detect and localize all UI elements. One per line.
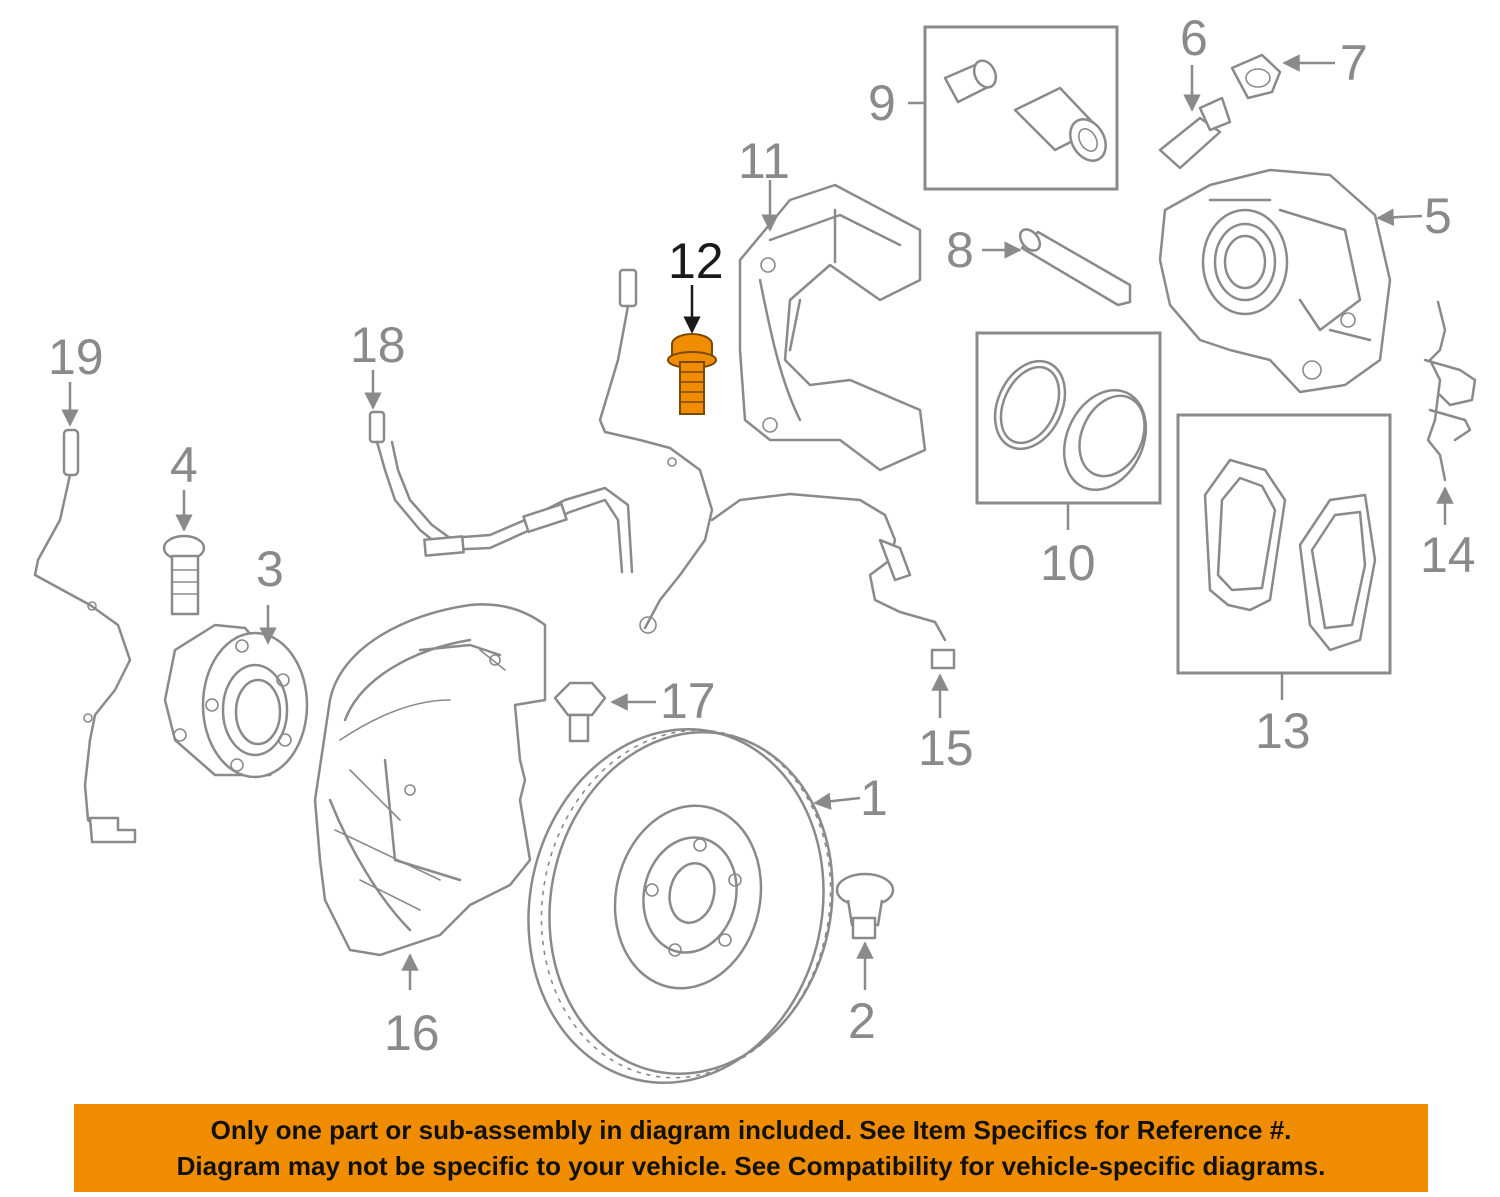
wheel-hub-part bbox=[163, 623, 309, 779]
callout-14: 14 bbox=[1420, 527, 1476, 583]
callout-13: 13 bbox=[1255, 703, 1311, 759]
callout-3: 3 bbox=[256, 541, 284, 597]
bleeder-screw-part bbox=[1158, 96, 1232, 170]
callout-16: 16 bbox=[384, 1005, 440, 1061]
speed-sensor-wire-part bbox=[33, 428, 137, 844]
disclaimer-line-1: Only one part or sub-assembly in diagram… bbox=[210, 1115, 1292, 1145]
callout-12: 12 bbox=[668, 233, 724, 289]
callout-6: 6 bbox=[1180, 10, 1208, 66]
guide-pin-part bbox=[1018, 228, 1132, 307]
callout-1: 1 bbox=[860, 770, 888, 826]
callout-17: 17 bbox=[660, 673, 716, 729]
callout-18: 18 bbox=[350, 317, 406, 373]
guide-sleeve-kit-part bbox=[923, 25, 1119, 191]
bleeder-cap-part bbox=[1230, 53, 1282, 100]
brake-pads-part bbox=[1176, 413, 1392, 675]
disclaimer-banner: Only one part or sub-assembly in diagram… bbox=[74, 1104, 1428, 1192]
disclaimer-line-2: Diagram may not be specific to your vehi… bbox=[176, 1151, 1326, 1181]
brake-parts-diagram: 1 2 3 4 5 6 7 8 9 10 11 12 13 14 15 16 1… bbox=[33, 10, 1477, 1084]
wheel-bolt-part bbox=[835, 872, 895, 940]
brake-hose-part bbox=[368, 410, 634, 574]
callout-2: 2 bbox=[848, 993, 876, 1049]
callout-10: 10 bbox=[1040, 535, 1096, 591]
callout-4: 4 bbox=[170, 437, 198, 493]
dust-shield-part bbox=[313, 603, 547, 957]
shield-bolt-part bbox=[553, 681, 607, 743]
caliper-housing-part bbox=[1158, 168, 1392, 394]
callout-15: 15 bbox=[918, 720, 974, 776]
wear-sensor-wire-part bbox=[598, 268, 956, 670]
hub-bolt-part bbox=[162, 534, 206, 616]
piston-seal-kit-part bbox=[975, 331, 1162, 505]
callout-9: 9 bbox=[868, 75, 896, 131]
callout-8: 8 bbox=[946, 222, 974, 278]
callout-7: 7 bbox=[1340, 35, 1368, 91]
caliper-carrier-part bbox=[738, 183, 927, 472]
callout-5: 5 bbox=[1424, 188, 1452, 244]
caliper-bolt-part-highlighted bbox=[667, 333, 717, 415]
brake-rotor-part bbox=[527, 728, 834, 1084]
callout-19: 19 bbox=[48, 329, 104, 385]
callout-11: 11 bbox=[738, 133, 790, 189]
anti-rattle-spring-part bbox=[1423, 300, 1477, 482]
